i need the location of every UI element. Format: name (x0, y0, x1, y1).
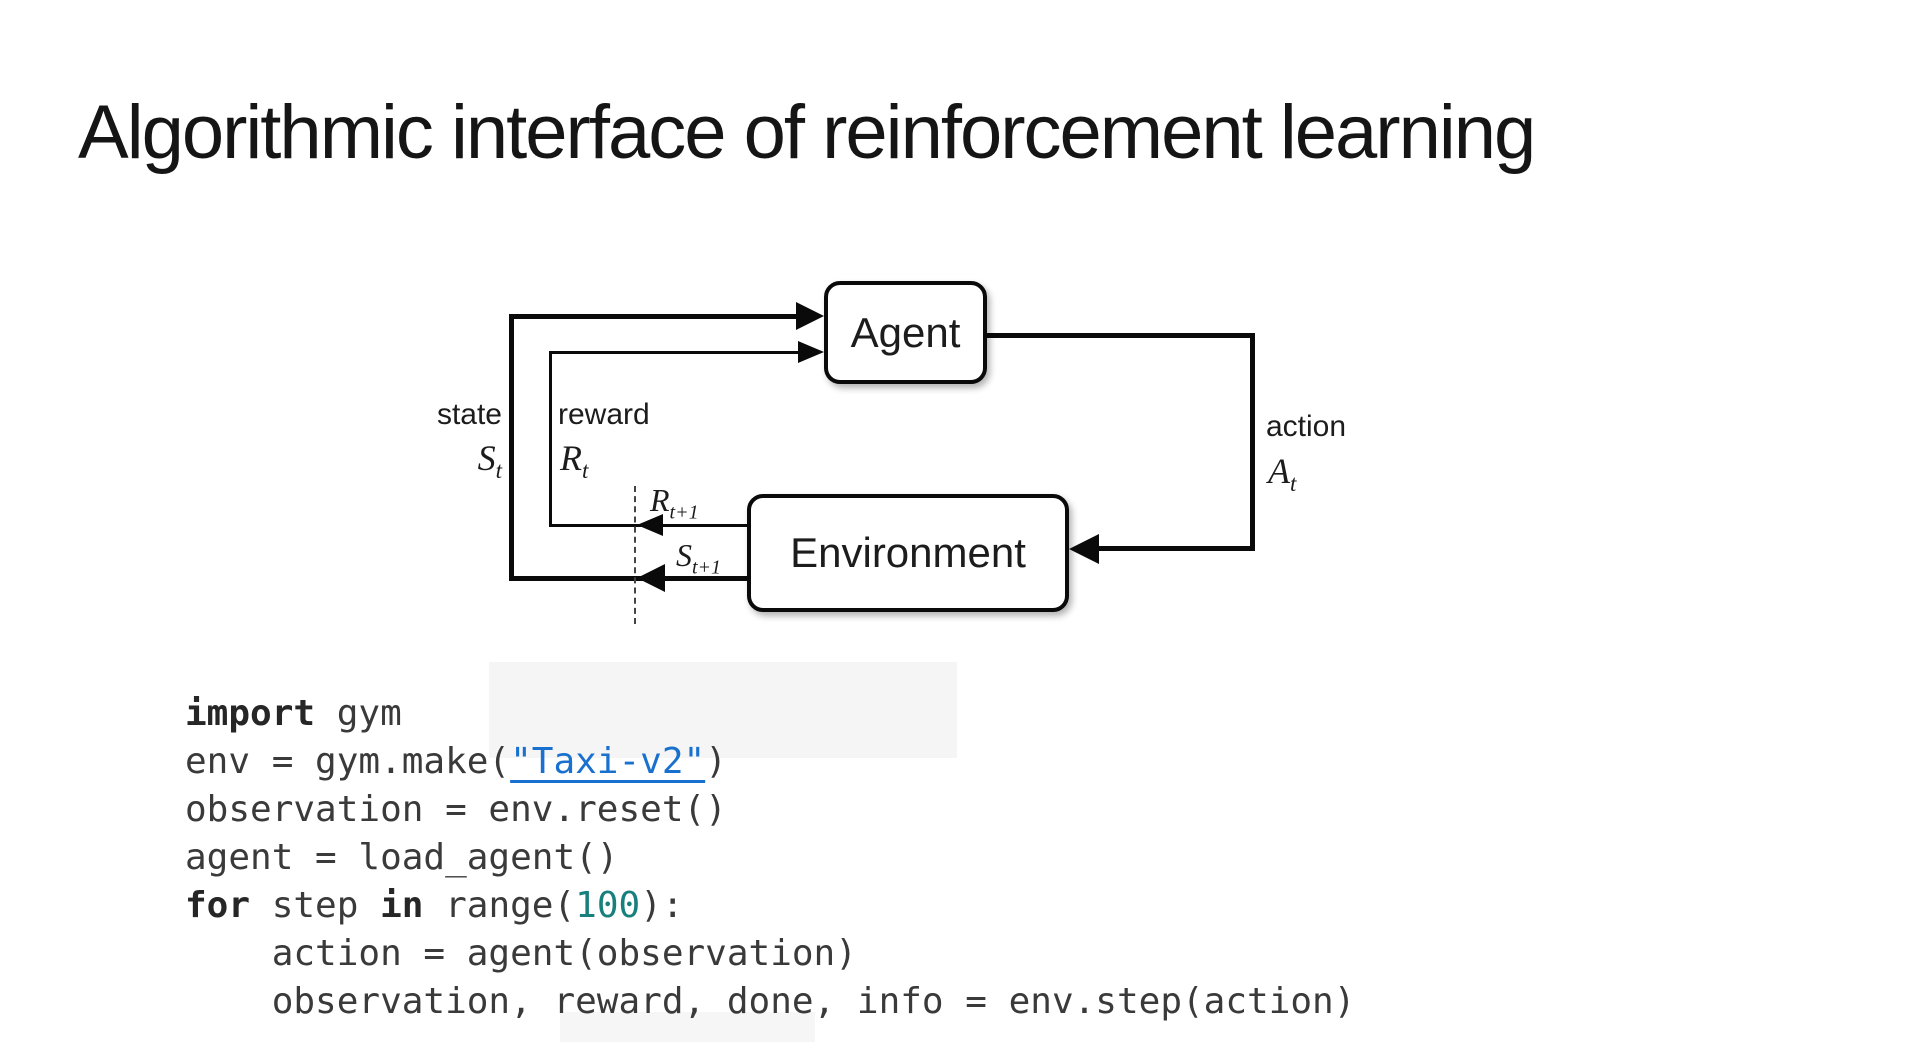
code-line: for step in range(100): (185, 882, 1355, 930)
action-symbol: A (1268, 451, 1290, 491)
pasted-image-background (489, 662, 957, 758)
code-line: agent = load_agent() (185, 834, 1355, 882)
action-line-bottom (1098, 546, 1255, 551)
code-text: ) (705, 741, 727, 782)
state-line-vertical (509, 314, 514, 581)
code-line: action = agent(observation) (185, 930, 1355, 978)
next-reward-symbol: R (650, 482, 670, 518)
action-label: action (1266, 410, 1347, 443)
reward-arrowhead-icon (798, 341, 824, 363)
next-state-subscript: t+1 (692, 556, 722, 579)
code-line: env = gym.make("Taxi-v2") (185, 738, 1355, 786)
action-line-vertical (1250, 333, 1255, 551)
code-text: range( (423, 885, 576, 926)
code-keyword: in (380, 885, 424, 926)
code-text: observation, reward, done, info = env.st… (185, 981, 1356, 1022)
state-line-top (509, 314, 798, 319)
code-number: 100 (575, 885, 641, 926)
state-symbol: S (477, 438, 496, 478)
code-text: action = agent(observation) (185, 933, 857, 974)
reward-subscript: t (582, 458, 589, 484)
next-reward-variable: Rt+1 (650, 482, 699, 524)
state-variable: St (452, 437, 502, 484)
reward-symbol: R (560, 438, 582, 478)
code-keyword: import (185, 693, 316, 734)
code-line: observation, reward, done, info = env.st… (185, 978, 1356, 1026)
agent-box: Agent (824, 281, 987, 384)
code-text: gym (315, 693, 402, 734)
action-arrowhead-icon (1069, 534, 1099, 564)
code-text: step (250, 885, 381, 926)
code-line: observation = env.reset() (185, 786, 1355, 834)
timestep-divider-dashed-line (634, 486, 636, 624)
code-line: import gym (185, 690, 1355, 738)
code-keyword: for (185, 885, 251, 926)
reward-line-vertical (549, 351, 552, 527)
state-line-bottom (509, 576, 749, 581)
action-subscript: t (1290, 471, 1297, 497)
taxi-v2-link[interactable]: "Taxi-v2" (510, 741, 706, 782)
state-label: state (436, 398, 502, 431)
code-text: ): (640, 885, 684, 926)
page-title: Algorithmic interface of reinforcement l… (78, 89, 1536, 175)
code-text: env = gym.make( (185, 741, 511, 782)
environment-box: Environment (747, 494, 1069, 612)
agent-box-label: Agent (850, 308, 961, 356)
state-arrowhead-icon (796, 302, 824, 330)
reward-line-top (549, 351, 800, 354)
action-line-top (985, 333, 1255, 338)
next-state-arrowhead-icon (637, 564, 665, 592)
action-variable: At (1268, 450, 1296, 497)
next-state-variable: St+1 (676, 537, 721, 579)
next-reward-subscript: t+1 (669, 501, 699, 524)
code-text: agent = load_agent() (185, 837, 619, 878)
environment-box-label: Environment (790, 529, 1026, 576)
pasted-image-background (560, 1012, 815, 1042)
next-state-symbol: S (676, 537, 692, 573)
code-text: observation = env.reset() (185, 789, 727, 830)
reward-variable: Rt (560, 437, 588, 484)
reward-label: reward (558, 398, 650, 431)
state-subscript: t (495, 458, 502, 484)
next-reward-arrowhead-icon (637, 514, 663, 536)
